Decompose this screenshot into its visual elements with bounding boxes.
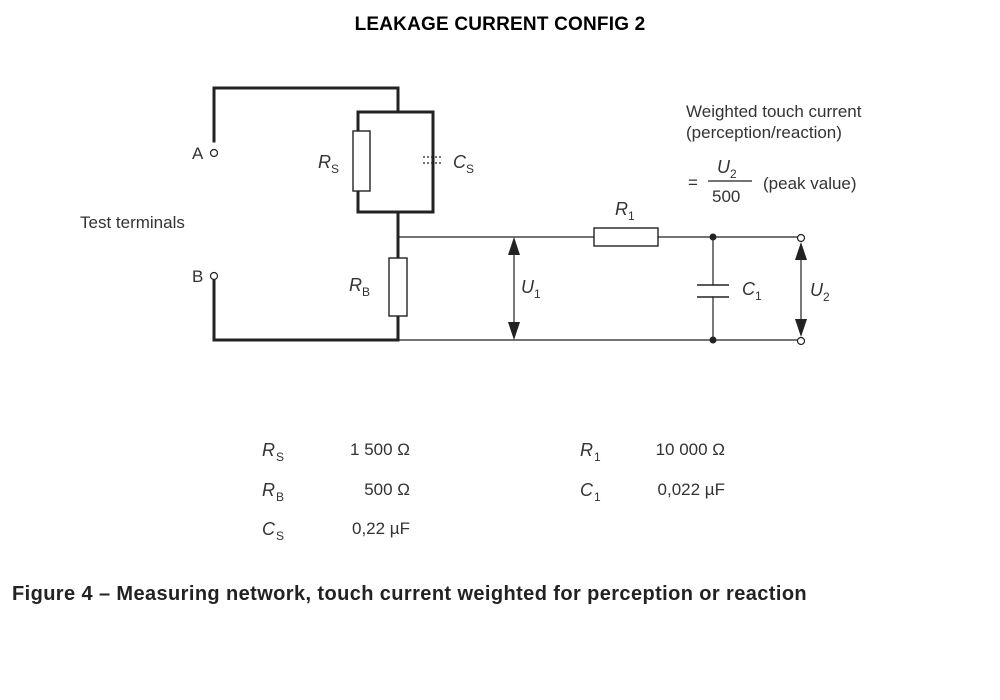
label-c1: C1 <box>742 279 762 303</box>
terminal-a-label: A <box>192 144 204 163</box>
param-symbol: R1 <box>580 440 601 464</box>
resistor-rb <box>388 257 408 317</box>
page-title: LEAKAGE CURRENT CONFIG 2 <box>354 14 646 35</box>
param-value: 500 Ω <box>364 480 410 499</box>
label-rb: RB <box>349 275 370 299</box>
label-u1: U1 <box>521 277 541 301</box>
terminal-b <box>209 271 219 281</box>
param-symbol: CS <box>262 519 285 543</box>
junction-top <box>709 233 717 241</box>
terminal-b-label: B <box>192 267 203 286</box>
junction-bottom <box>709 336 717 344</box>
formula-equals: = <box>688 173 698 192</box>
terminal-a <box>209 148 219 158</box>
measuring-network-diagram: A B Test terminals RS CS RB R1 C1 U1 U2 … <box>80 86 862 346</box>
formula-denominator: 500 <box>712 187 740 206</box>
label-u2: U2 <box>810 280 830 304</box>
param-value: 0,022 µF <box>657 480 725 499</box>
wire-rb-bottom <box>212 278 400 342</box>
output-terminal-top <box>796 233 806 243</box>
label-cs: CS <box>453 152 474 176</box>
label-rs: RS <box>318 152 339 176</box>
figure-caption: Figure 4 – Measuring network, touch curr… <box>12 583 808 605</box>
param-symbol: RS <box>262 440 285 464</box>
param-value: 1 500 Ω <box>350 440 410 459</box>
param-value: 0,22 µF <box>352 519 410 538</box>
test-terminals-label: Test terminals <box>80 213 185 232</box>
param-symbol: C1 <box>580 480 601 504</box>
formula-line2: (perception/reaction) <box>686 123 842 142</box>
output-terminal-bottom <box>796 336 806 346</box>
capacitor-cs <box>423 156 441 164</box>
voltage-arrow-u1 <box>508 237 520 340</box>
label-r1: R1 <box>615 199 635 223</box>
resistor-r1 <box>593 227 659 247</box>
formula-line1: Weighted touch current <box>686 102 862 121</box>
param-value: 10 000 Ω <box>655 440 725 459</box>
voltage-arrow-u2 <box>795 242 807 337</box>
param-symbol: RB <box>262 480 285 504</box>
formula-numerator: U2 <box>717 157 737 181</box>
formula-note: (peak value) <box>763 174 857 193</box>
parameter-table: RS 1 500 Ω RB 500 Ω CS 0,22 µF R1 10 000… <box>262 440 725 543</box>
resistor-rs <box>352 130 371 192</box>
capacitor-c1 <box>697 284 729 298</box>
wire-a-top <box>212 86 400 143</box>
